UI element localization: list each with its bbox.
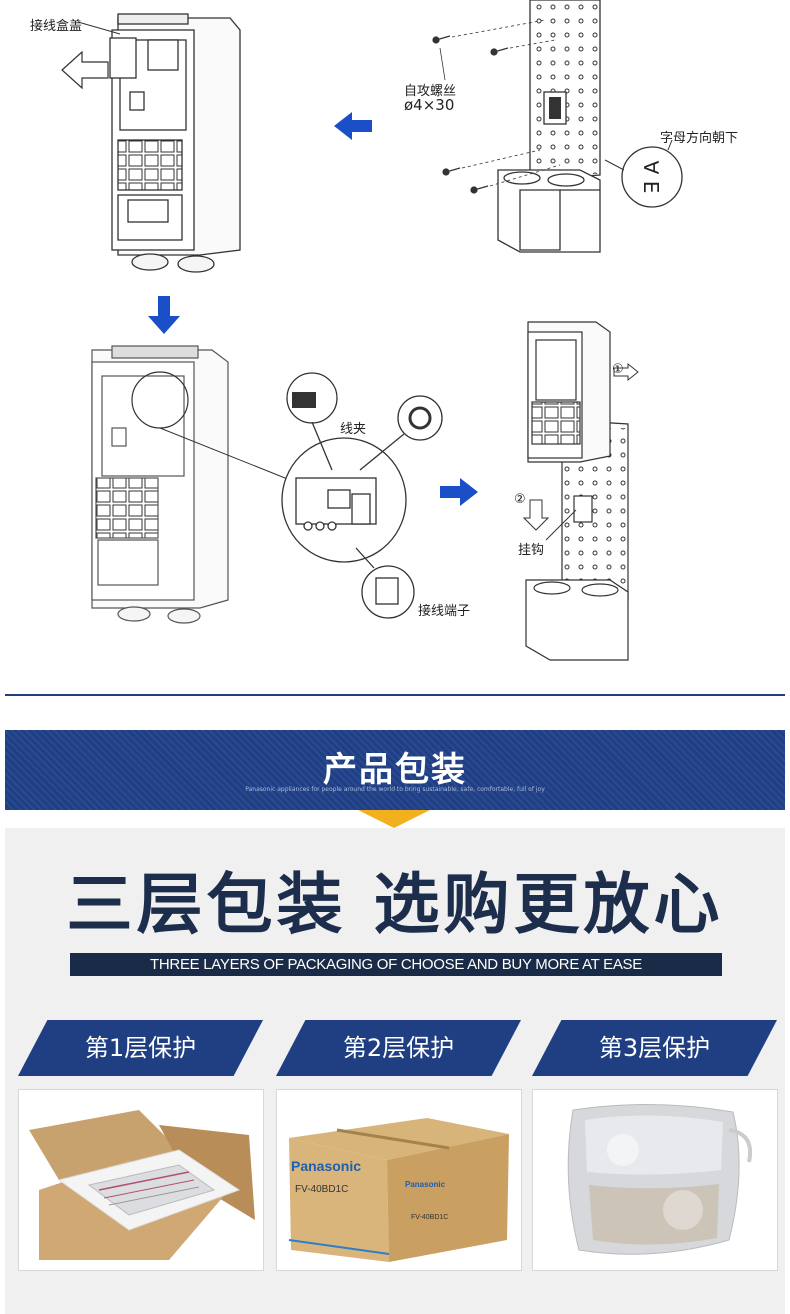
layer-tab-1-label: 第1层保护 — [84, 1034, 197, 1062]
hollow-arrow-up-icon — [613, 362, 639, 382]
installation-diagram: ∀ E — [30, 0, 739, 661]
wiring-zoom — [281, 372, 443, 619]
mounting-plate-top — [497, 0, 601, 253]
label-screw: 自攻螺丝 — [404, 84, 457, 99]
hollow-arrow-down-icon — [522, 499, 550, 531]
layer-tab-3 — [532, 1020, 777, 1076]
label-screw-size: ø4×30 — [404, 96, 455, 114]
label-hook: 挂钩 — [518, 543, 545, 558]
label-cable-clamp: 线夹 — [340, 422, 367, 437]
label-terminal: 接线端子 — [418, 604, 471, 619]
layer-tab-2 — [276, 1020, 521, 1076]
label-step2: ② — [514, 492, 526, 507]
box-brand-side: Panasonic — [405, 1180, 446, 1189]
packaging-banner: 产品包装 Panasonic appliances for people aro… — [5, 730, 785, 810]
label-letter-direction: 字母方向朝下 — [660, 131, 739, 146]
layer-tab-3-label: 第3层保护 — [598, 1034, 711, 1062]
box-model-side: FV-40BD1C — [411, 1214, 449, 1221]
label-junction-cover: 接线盒盖 — [30, 19, 83, 34]
packaging-subline: THREE LAYERS OF PACKAGING OF CHOOSE AND … — [150, 956, 642, 973]
letter-magnifier: ∀ E — [604, 139, 683, 208]
divider-line — [5, 694, 785, 696]
screws — [432, 19, 561, 194]
subline-bar — [70, 953, 722, 976]
unit-cover-removed — [91, 345, 229, 624]
layer-tab-2-label: 第2层保护 — [342, 1034, 455, 1062]
box-brand: Panasonic — [291, 1158, 362, 1174]
banner-pointer-icon — [358, 810, 430, 828]
blue-arrow-right-icon — [440, 478, 478, 506]
installation-diagram-art: ∀ E — [61, 0, 683, 661]
packaging-headline: 三层包装 选购更放心 — [66, 866, 724, 943]
layer-photo-2: Panasonic FV-40BD1C Panasonic FV-40BD1C — [276, 1089, 522, 1271]
hollow-arrow-left-icon — [61, 50, 109, 90]
blue-arrow-left-icon — [334, 112, 372, 140]
layer-photo-3 — [532, 1089, 778, 1271]
panasonic-carton-image — [277, 1090, 521, 1270]
banner-title: 产品包装 — [323, 750, 467, 790]
bubble-wrap-image — [533, 1090, 777, 1270]
unit-open-cover — [109, 13, 241, 273]
banner-subtitle: Panasonic appliances for people around t… — [245, 786, 545, 793]
open-carton-image — [19, 1090, 263, 1270]
label-step1: ① — [612, 362, 624, 377]
layer-tab-1 — [18, 1020, 263, 1076]
box-model: FV-40BD1C — [295, 1184, 349, 1195]
svg-text:∀ E: ∀ E — [639, 161, 663, 194]
layer-photo-1 — [18, 1089, 264, 1271]
blue-arrow-down-icon — [148, 296, 180, 334]
